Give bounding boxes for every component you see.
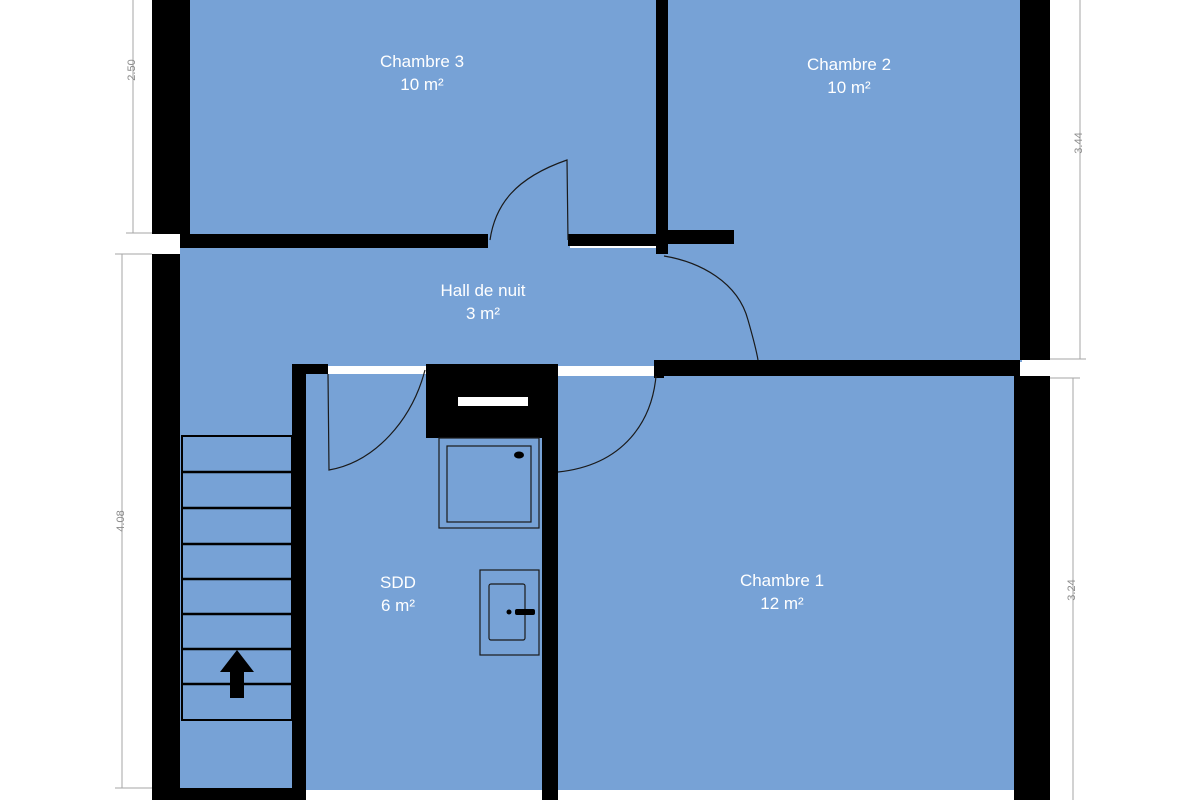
room-name-chambre-2: Chambre 2	[807, 55, 891, 74]
wall-hall-top-right	[656, 230, 734, 244]
dimension-label: 3.44	[1073, 132, 1085, 153]
room-fill-door-gap	[488, 232, 570, 252]
room-fill-sdd	[306, 374, 542, 790]
wall-sdd-top-stub	[292, 364, 328, 374]
dimension-left-bottom: 4.08	[115, 253, 152, 789]
dimension-label: 2.50	[126, 59, 138, 80]
shower-tray-outer	[438, 437, 540, 529]
room-labels: Chambre 3 10 m² Chambre 2 10 m² Hall de …	[380, 52, 891, 615]
dimensions: 2.50 4.08 3.44 3.24	[115, 0, 1086, 800]
shower-tray-inner	[446, 445, 532, 523]
dimension-left-top: 2.50	[126, 0, 152, 234]
door-swing-chambre-1	[557, 375, 657, 473]
door-swings	[327, 159, 759, 473]
wall-chambre-1-left-stub	[654, 360, 664, 378]
shower-drain-icon	[514, 451, 524, 459]
wall-left-lower	[152, 254, 180, 800]
room-fills	[180, 0, 1022, 790]
room-fill-chambre-2	[666, 0, 1022, 362]
wall-left-upper	[152, 0, 190, 234]
room-area-chambre-2: 10 m²	[827, 78, 871, 97]
bathroom-fixtures	[438, 437, 540, 656]
wall-bottom	[152, 788, 292, 800]
wall-right-lower	[1014, 376, 1050, 800]
room-area-sdd: 6 m²	[381, 596, 415, 615]
room-area-chambre-3: 10 m²	[400, 75, 444, 94]
sink-outer	[479, 569, 540, 656]
room-name-sdd: SDD	[380, 573, 416, 592]
dimension-label: 3.24	[1066, 579, 1078, 600]
wall-right-upper	[1020, 0, 1050, 360]
room-name-chambre-3: Chambre 3	[380, 52, 464, 71]
wall-chambre-3-2	[656, 0, 668, 254]
dimension-right-top: 3.44	[1050, 0, 1086, 360]
room-fill-chambre-1	[556, 376, 1014, 790]
door-swing-chambre-2	[663, 255, 759, 361]
dimension-label: 4.08	[115, 510, 127, 531]
room-fill-hall-de-nuit	[180, 248, 666, 366]
room-area-hall-de-nuit: 3 m²	[466, 304, 500, 323]
dimension-right-bottom: 3.24	[1050, 377, 1080, 800]
room-name-chambre-1: Chambre 1	[740, 571, 824, 590]
wall-hall-top-left	[180, 234, 488, 248]
room-fill-chambre-3	[190, 0, 656, 238]
cabinet-slot	[458, 397, 528, 406]
sink-tap-icon	[515, 609, 535, 615]
wall-chambre-1-top	[656, 360, 1020, 376]
wall-hall-top-mid	[568, 234, 660, 246]
arrow-up-icon	[220, 650, 254, 698]
door-swing-chambre-3	[489, 159, 569, 241]
staircase	[181, 435, 293, 721]
door-swing-sdd	[327, 369, 426, 471]
wall-stair-sdd	[292, 364, 306, 800]
wall-sdd-chambre-1	[542, 364, 558, 800]
room-area-chambre-1: 12 m²	[760, 594, 804, 613]
stair-treads	[182, 470, 292, 686]
sink-drain-icon	[506, 609, 512, 615]
room-name-hall-de-nuit: Hall de nuit	[440, 281, 525, 300]
